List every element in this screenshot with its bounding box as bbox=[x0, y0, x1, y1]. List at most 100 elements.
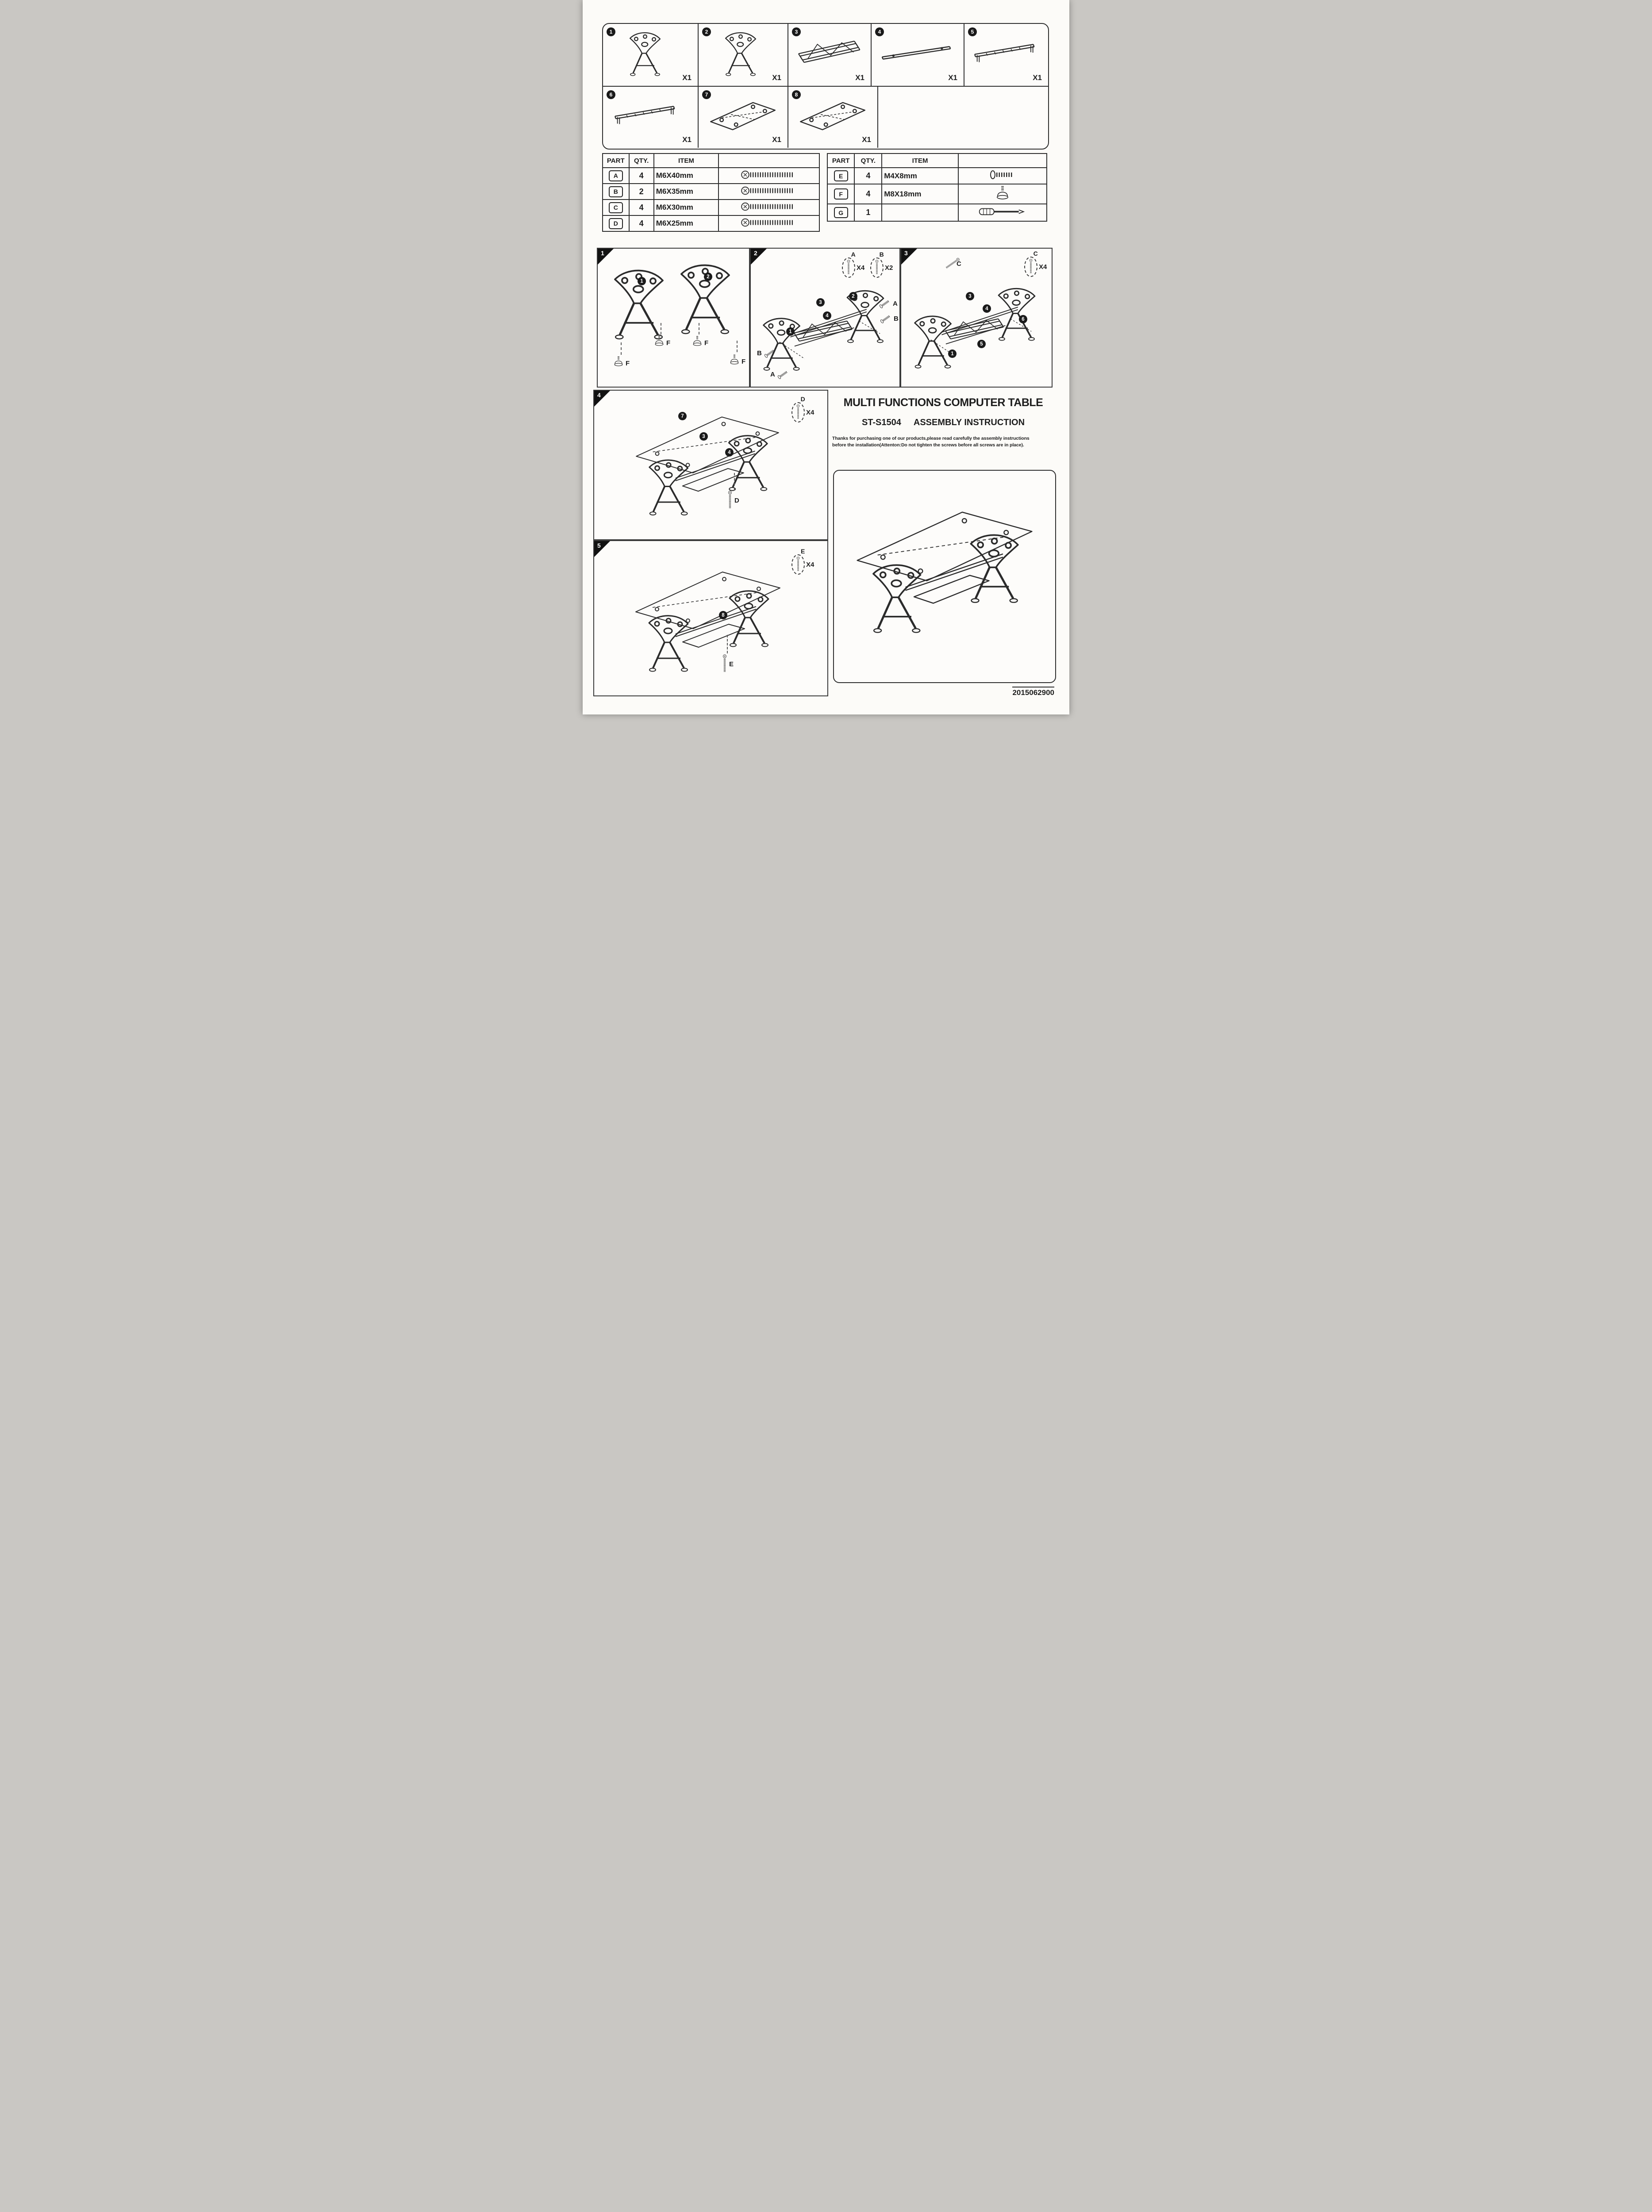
slide-rail-drawing bbox=[969, 40, 1043, 65]
part-qty: X1 bbox=[855, 73, 864, 82]
screw-label-c: C bbox=[949, 255, 961, 273]
part-item-cell: M4X8mm bbox=[881, 167, 959, 184]
step-corner bbox=[594, 391, 610, 407]
step-corner bbox=[901, 249, 917, 265]
part-badge: 2 bbox=[704, 273, 712, 281]
part-badge: 8 bbox=[719, 611, 727, 619]
callout-qty: X4 bbox=[806, 408, 814, 416]
callout-circle bbox=[791, 402, 805, 422]
part-qty-cell: 4 bbox=[854, 167, 883, 184]
part-badge: 5 bbox=[977, 340, 986, 348]
col-header-icon bbox=[718, 153, 820, 168]
subtitle-text: ASSEMBLY INSTRUCTION bbox=[913, 418, 1025, 427]
screw-m4x8-icon bbox=[988, 169, 1017, 180]
part-qty-cell: 2 bbox=[628, 183, 654, 200]
step-corner bbox=[751, 249, 767, 265]
assembly-instruction-sheet: 1 X1 2 X1 3 X1 4 X1 5 X1 6 bbox=[583, 0, 1069, 714]
note-line-2: before the installation(Attenton:Do not … bbox=[832, 442, 1024, 448]
foot-glide-icon bbox=[613, 356, 624, 367]
page-subtitle: ST-S1504 ASSEMBLY INSTRUCTION bbox=[830, 418, 1056, 428]
screw-label-b: B bbox=[879, 315, 899, 323]
step-number: 1 bbox=[601, 250, 604, 257]
leg-frame-drawing bbox=[621, 30, 669, 78]
part-qty-cell: 4 bbox=[628, 167, 654, 184]
part-qty: X1 bbox=[948, 73, 957, 82]
screw-icon bbox=[795, 557, 802, 572]
screw-label-b2: B bbox=[757, 349, 776, 357]
screw-icon-cell bbox=[957, 167, 1048, 184]
part-cell-8: 8 X1 bbox=[788, 87, 877, 148]
divider bbox=[698, 87, 699, 148]
purchase-note: Thanks for purchasing one of our product… bbox=[832, 435, 1055, 449]
part-letter-cell: A bbox=[602, 167, 630, 184]
part-qty: X1 bbox=[682, 73, 692, 82]
label-letter: B bbox=[757, 349, 762, 357]
part-item-cell: M6X35mm bbox=[653, 183, 719, 200]
part-letter-cell: F bbox=[826, 184, 855, 204]
part-number-badge: 2 bbox=[702, 27, 711, 36]
part-badge: 1 bbox=[948, 349, 957, 358]
cross-brace-drawing bbox=[795, 37, 865, 66]
part-cell-3: 3 X1 bbox=[788, 24, 871, 86]
col-header-item: ITEM bbox=[653, 153, 719, 168]
part-letter-cell: B bbox=[602, 183, 630, 200]
part-badge: 3 bbox=[699, 432, 708, 441]
divider bbox=[871, 24, 872, 86]
part-item-cell: M6X25mm bbox=[653, 215, 719, 232]
callout-circle bbox=[870, 257, 884, 278]
foot-glide-icon bbox=[653, 335, 665, 347]
screw-label-d: D bbox=[727, 491, 739, 510]
callout-circle bbox=[842, 257, 855, 278]
screw-icon bbox=[722, 654, 728, 674]
callout-qty: X4 bbox=[806, 561, 814, 568]
label-letter: A bbox=[770, 371, 775, 378]
part-badge: 6 bbox=[1019, 315, 1027, 323]
frame-assembly-drawing bbox=[906, 275, 1048, 381]
part-letter: D bbox=[608, 218, 623, 229]
step-number: 2 bbox=[754, 250, 757, 257]
step-4-panel: 4 D X4 7 3 4 D bbox=[593, 390, 828, 540]
callout-circle bbox=[791, 554, 805, 575]
callout-circle bbox=[1024, 257, 1037, 277]
screw-label-a: A bbox=[878, 300, 898, 307]
callout-letter: E bbox=[801, 548, 805, 555]
part-item-cell bbox=[881, 204, 959, 222]
foot-glide-icon bbox=[692, 335, 703, 347]
hardware-table-left: PART QTY. ITEM A 4 M6X40mm B 2 M6X35mm C… bbox=[602, 153, 820, 232]
foot-label: F bbox=[626, 360, 630, 367]
model-number: ST-S1504 bbox=[861, 418, 901, 427]
callout-letter: B bbox=[879, 251, 884, 258]
callout-letter: C bbox=[1033, 250, 1038, 257]
screw-callout-c: C X4 bbox=[1024, 250, 1047, 277]
part-qty-cell: 4 bbox=[854, 184, 883, 204]
label-letter: C bbox=[957, 260, 961, 268]
part-letter: A bbox=[608, 170, 623, 181]
part-cell-4: 4 X1 bbox=[872, 24, 964, 86]
part-number-badge: 6 bbox=[607, 90, 615, 99]
dashed-leader bbox=[727, 635, 728, 653]
step-2-panel: 2 A X4 B X2 3 4 1 2 A B B bbox=[750, 248, 900, 388]
foot-glide-icon-cell bbox=[957, 184, 1048, 204]
part-cell-2: 2 X1 bbox=[699, 24, 788, 86]
label-letter: A bbox=[893, 300, 898, 307]
slide-rail-drawing bbox=[609, 102, 684, 127]
screw-icon bbox=[795, 404, 802, 420]
screw-icon bbox=[873, 260, 880, 276]
foot-label: F bbox=[666, 339, 671, 347]
part-cell-5: 5 X1 bbox=[964, 24, 1048, 86]
part-letter: B bbox=[608, 186, 623, 197]
part-badge: 4 bbox=[983, 304, 991, 313]
foot-glide-callout: F bbox=[613, 356, 630, 367]
part-letter: G bbox=[834, 207, 848, 218]
dashed-leader bbox=[734, 473, 735, 491]
label-letter: E bbox=[729, 660, 734, 668]
col-header-part: PART bbox=[602, 153, 630, 168]
foot-glide-callout: F bbox=[692, 335, 708, 347]
part-letter: E bbox=[834, 170, 848, 181]
divider bbox=[877, 87, 878, 148]
step-number: 3 bbox=[904, 250, 908, 257]
part-item-cell: M6X30mm bbox=[653, 199, 719, 216]
col-header-icon bbox=[957, 153, 1048, 168]
part-letter: F bbox=[834, 188, 848, 200]
support-bar-drawing bbox=[879, 42, 957, 61]
